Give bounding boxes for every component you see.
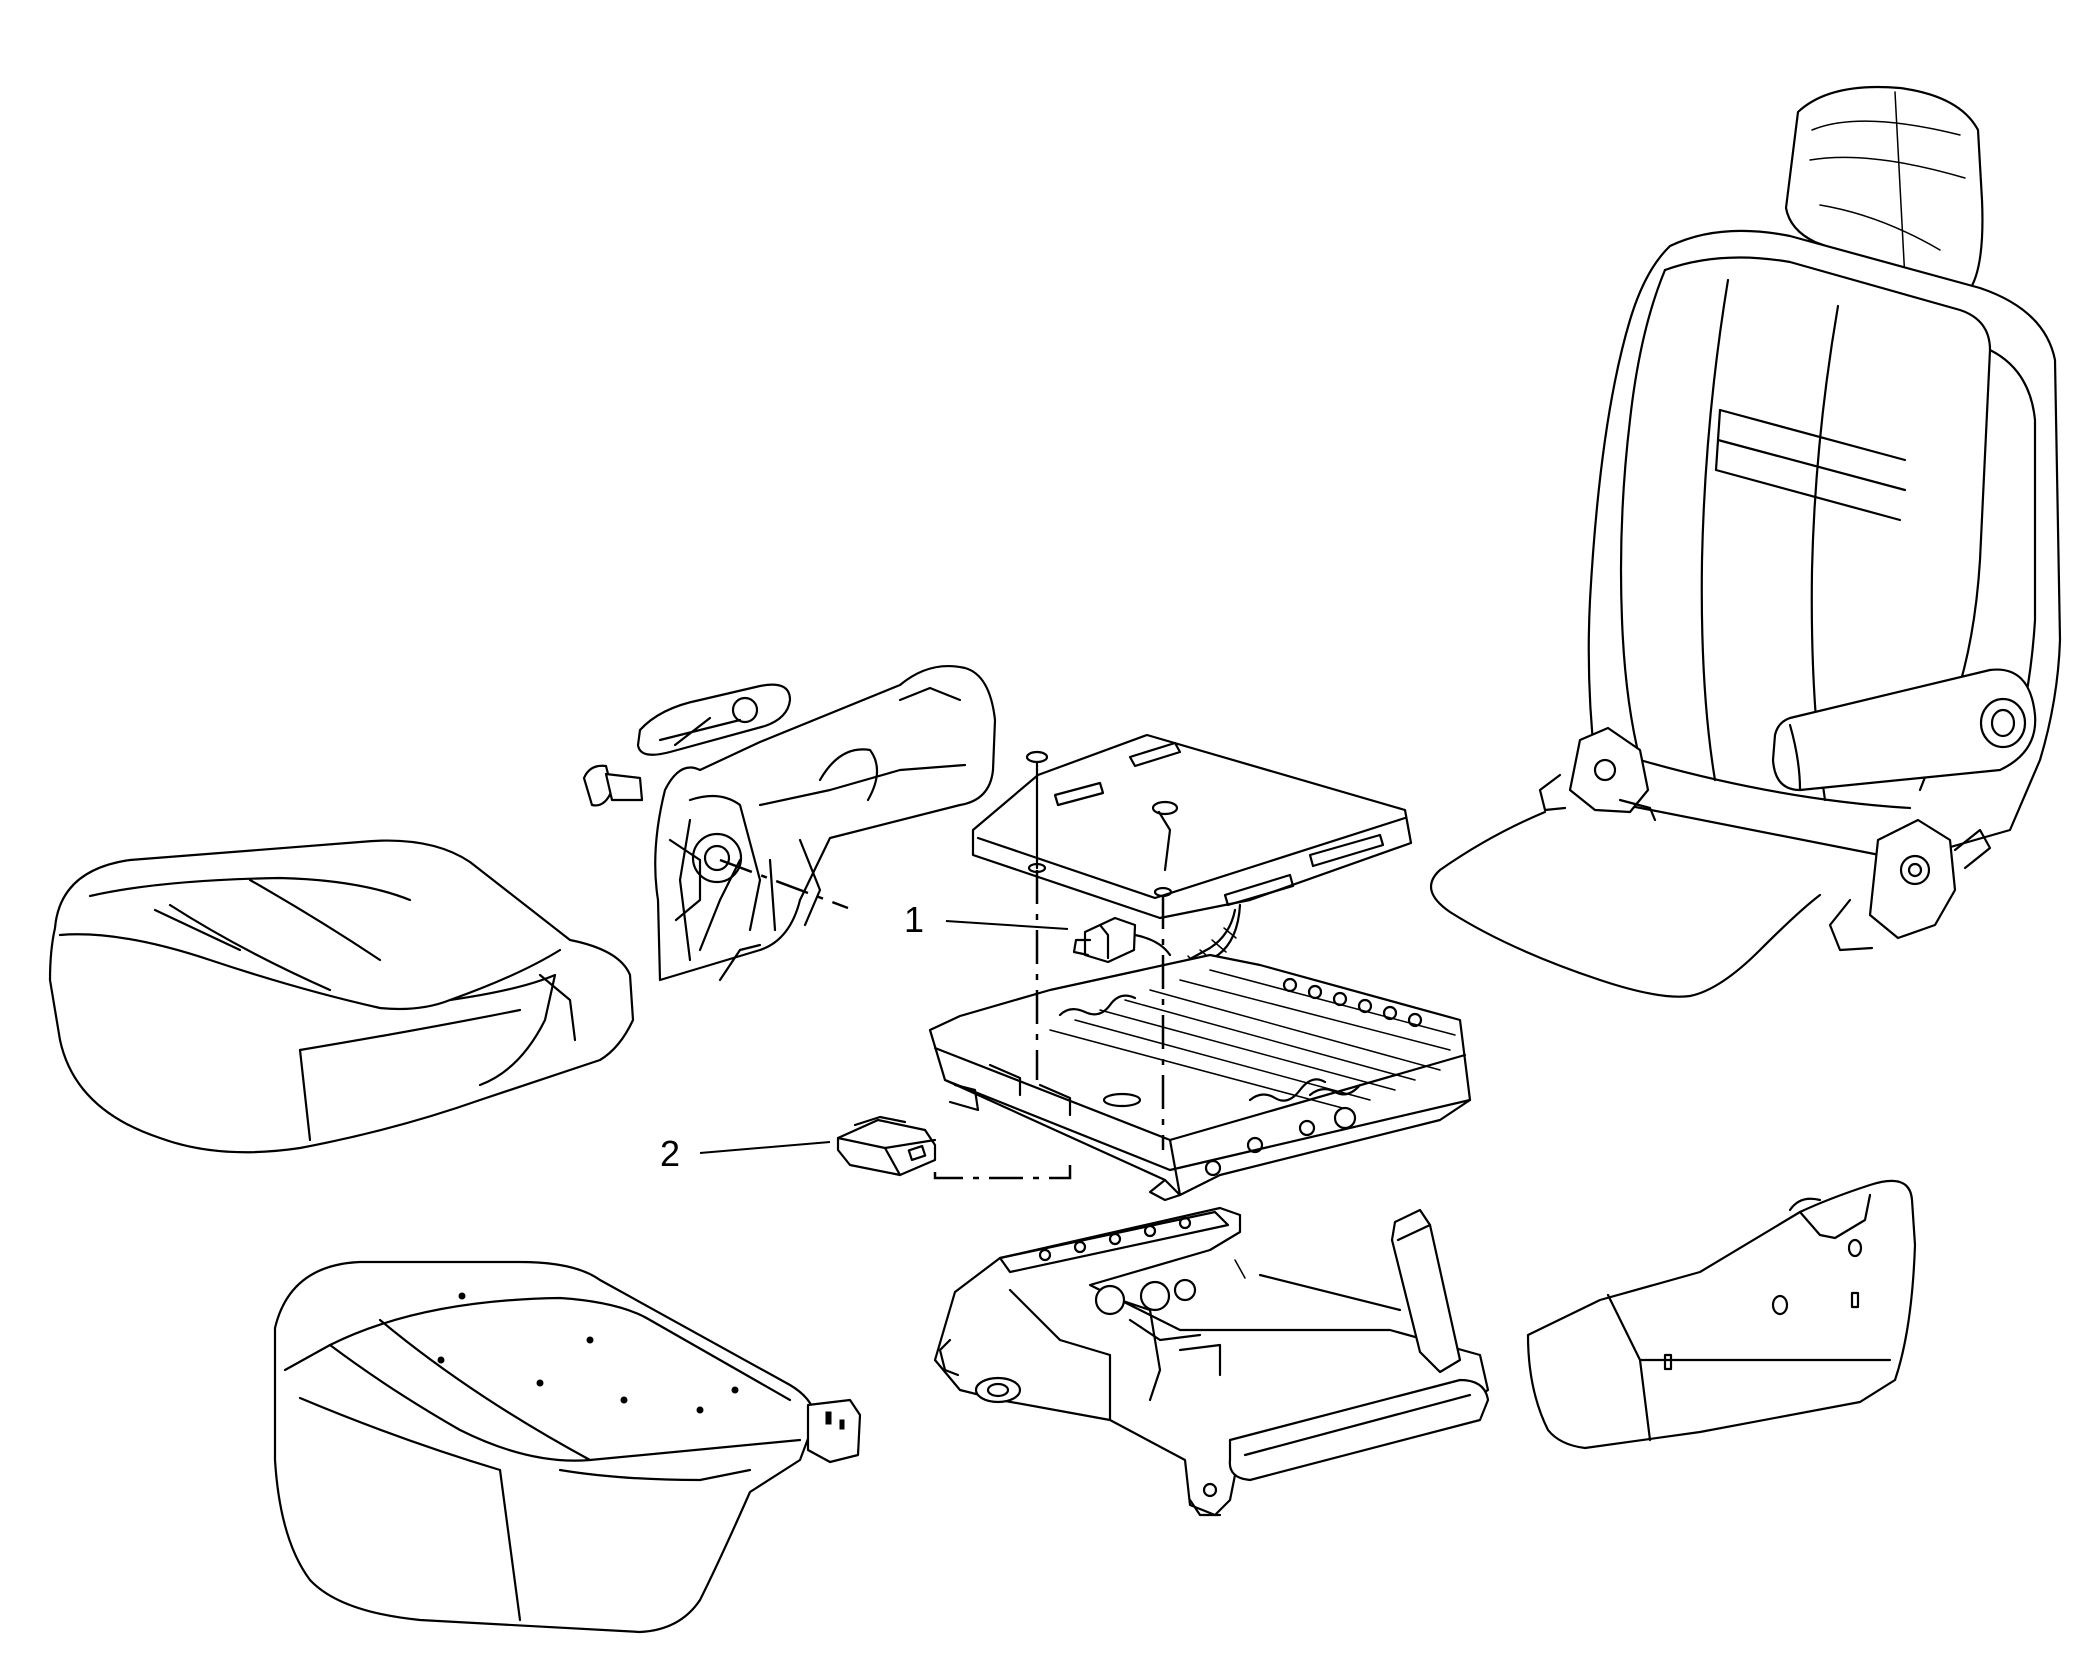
callout-2-label: 2 (660, 1133, 681, 1174)
callout-1-label: 1 (904, 899, 925, 940)
seat-cushion-pad (273, 1260, 862, 1634)
exploded-view-guide-lines (719, 858, 1165, 1180)
seat-cushion-cover (48, 839, 635, 1154)
seat-cushion-frame (928, 953, 1472, 1202)
seat-back-assembly (1429, 85, 2062, 998)
part-2-control-module (836, 1115, 937, 1177)
callout-leaders (699, 920, 1069, 1154)
seat-adjuster-track (933, 1206, 1490, 1517)
seat-side-shield (582, 664, 997, 982)
seat-side-cover (1526, 1179, 1917, 1450)
seat-cushion-mat (971, 733, 1413, 920)
